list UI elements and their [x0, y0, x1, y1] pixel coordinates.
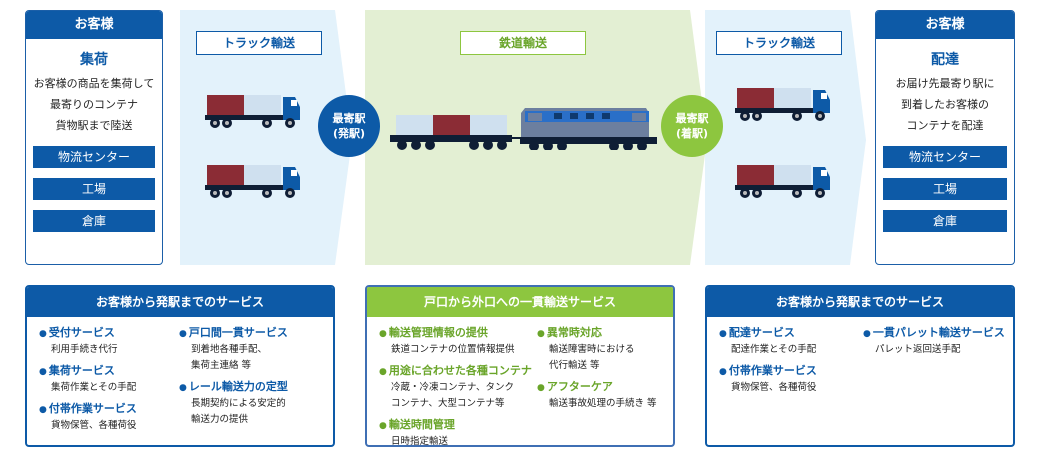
- service-title: 付帯作業サービス: [719, 363, 817, 380]
- service-desc: 集荷主連絡 等: [191, 360, 252, 371]
- service-desc: 集荷作業とその手配: [51, 382, 137, 393]
- service-desc: 代行輸送 等: [549, 360, 600, 371]
- service-title: 一貫パレット輸送サービス: [863, 325, 1005, 342]
- panel-header: 戸口から外口への一貫輸送サービス: [367, 287, 673, 317]
- card-title: 集荷: [80, 52, 108, 68]
- card-title: 配達: [931, 52, 959, 68]
- service-title: 用途に合わせた各種コンテナ: [379, 363, 532, 380]
- truck-icon: [205, 165, 300, 198]
- stage-truck-left-label: トラック輸送: [196, 31, 322, 55]
- desc-line: お届け先最寄り駅に: [895, 77, 995, 90]
- card-header: お客様: [876, 11, 1014, 39]
- station-type: (着駅): [675, 127, 709, 140]
- service-title: 受付サービス: [39, 325, 137, 342]
- service-desc: 貨物保管、各種荷役: [731, 382, 817, 393]
- station-name: 最寄駅: [332, 112, 366, 125]
- service-desc: 輸送力の提供: [191, 414, 249, 425]
- panel-header: お客様から発駅までのサービス: [707, 287, 1013, 317]
- location-logistics-center: 物流センター: [883, 146, 1007, 168]
- service-panel-rail: 戸口から外口への一貫輸送サービス 輸送管理情報の提供鉄道コンテナの位置情報提供 …: [365, 285, 675, 447]
- service-desc: 利用手続き代行: [51, 344, 118, 355]
- service-desc: 輸送事故処理の手続き 等: [549, 398, 657, 409]
- panel-header: お客様から発駅までのサービス: [27, 287, 333, 317]
- service-desc: 長期契約による安定的: [191, 398, 286, 409]
- freight-train-icon: [390, 108, 657, 150]
- service-title: 配達サービス: [719, 325, 817, 342]
- service-desc: 到着地各種手配、: [191, 344, 268, 355]
- destination-station-badge: 最寄駅 (着駅): [661, 95, 723, 157]
- truck-icon: [735, 88, 830, 121]
- station-name: 最寄駅: [675, 112, 709, 125]
- location-warehouse: 倉庫: [883, 210, 1007, 232]
- truck-icon: [205, 95, 300, 128]
- card-description: お客様の商品を集荷して 最寄りのコンテナ 貨物駅まで陸送: [26, 73, 162, 136]
- origin-station-badge: 最寄駅 (発駅): [318, 95, 380, 157]
- desc-line: 最寄りのコンテナ: [50, 98, 138, 111]
- service-title: 輸送管理情報の提供: [379, 325, 532, 342]
- origin-customer-card: お客様 集荷 お客様の商品を集荷して 最寄りのコンテナ 貨物駅まで陸送 物流セン…: [25, 10, 163, 265]
- desc-line: 貨物駅まで陸送: [55, 119, 133, 132]
- card-description: お届け先最寄り駅に 到着したお客様の コンテナを配達: [876, 73, 1014, 136]
- service-title: 戸口間一貫サービス: [179, 325, 288, 342]
- service-title: 異常時対応: [537, 325, 657, 342]
- service-desc: 貨物保管、各種荷役: [51, 420, 137, 431]
- service-desc: コンテナ、大型コンテナ等: [391, 398, 505, 409]
- desc-line: コンテナを配達: [906, 119, 984, 132]
- location-warehouse: 倉庫: [33, 210, 155, 232]
- truck-icon: [735, 165, 830, 198]
- service-title: アフターケア: [537, 379, 657, 396]
- station-type: (発駅): [332, 127, 366, 140]
- service-desc: 輸送障害時における: [549, 344, 635, 355]
- service-desc: パレット返回送手配: [875, 344, 961, 355]
- truck-right-zone: [705, 10, 866, 265]
- service-title: レール輸送力の定型: [179, 379, 288, 396]
- card-header: お客様: [26, 11, 162, 39]
- destination-customer-card: お客様 配達 お届け先最寄り駅に 到着したお客様の コンテナを配達 物流センター…: [875, 10, 1015, 265]
- service-title: 集荷サービス: [39, 363, 137, 380]
- location-logistics-center: 物流センター: [33, 146, 155, 168]
- desc-line: 到着したお客様の: [901, 98, 989, 111]
- location-factory: 工場: [883, 178, 1007, 200]
- service-title: 輸送時間管理: [379, 417, 532, 434]
- service-desc: 鉄道コンテナの位置情報提供: [391, 344, 515, 355]
- location-factory: 工場: [33, 178, 155, 200]
- stage-truck-right-label: トラック輸送: [716, 31, 842, 55]
- desc-line: お客様の商品を集荷して: [33, 77, 155, 90]
- service-title: 付帯作業サービス: [39, 401, 137, 418]
- stage-rail-label: 鉄道輸送: [460, 31, 586, 55]
- truck-left-zone: [180, 10, 352, 265]
- service-desc: 冷蔵・冷凍コンテナ、タンク: [391, 382, 515, 393]
- service-desc: 日時指定輸送: [391, 436, 449, 447]
- service-desc: 配達作業とその手配: [731, 344, 817, 355]
